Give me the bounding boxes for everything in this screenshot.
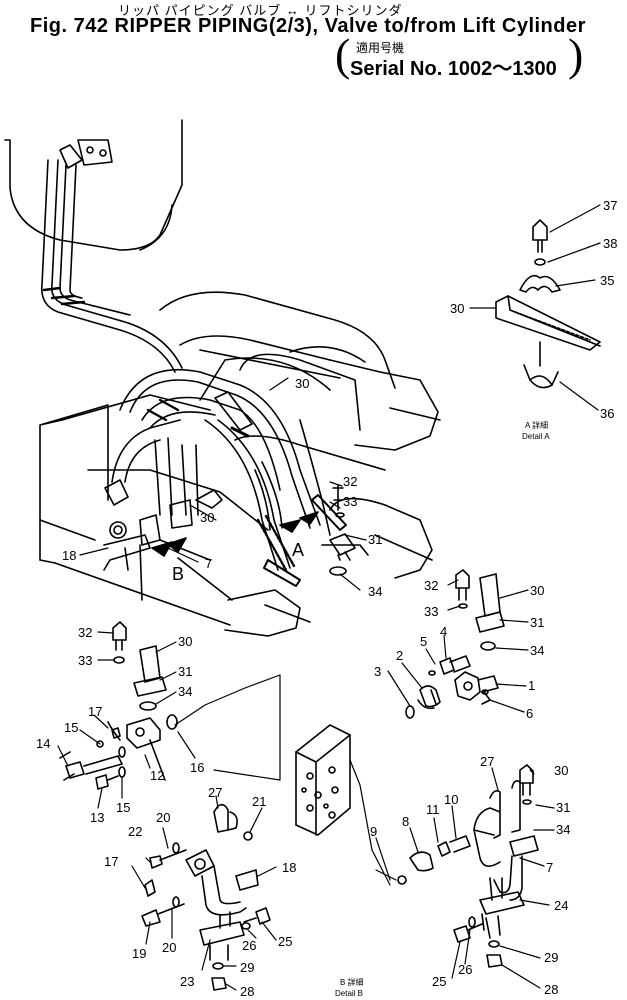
clamp-assembly-right — [321, 484, 369, 576]
detail-b-left — [141, 803, 407, 991]
fitting-block-b — [103, 479, 223, 601]
callout-21: 21 — [252, 794, 266, 809]
callout-17: 17 — [104, 854, 118, 869]
callout-13: 13 — [90, 810, 104, 825]
callout-numbers: 37 38 35 30 36 30 32 33 31 34 30 18 7 32… — [36, 198, 617, 999]
callout-25: 25 — [278, 934, 292, 949]
callout-38: 38 — [603, 236, 617, 251]
callout-25: 25 — [432, 974, 446, 989]
callout-36: 36 — [600, 406, 614, 421]
callout-18: 18 — [282, 860, 296, 875]
callout-33: 33 — [424, 604, 438, 619]
callout-11: 11 — [426, 802, 440, 817]
callout-8: 8 — [402, 814, 409, 829]
callout-30: 30 — [178, 634, 192, 649]
detail-a-jp: A 詳細 — [525, 420, 548, 430]
callout-30: 30 — [554, 763, 568, 778]
callout-30: 30 — [295, 376, 309, 391]
callout-15: 15 — [116, 800, 130, 815]
callout-16: 16 — [190, 760, 204, 775]
callout-27: 27 — [480, 754, 494, 769]
detail-b-jp: B 詳細 — [340, 977, 364, 987]
upper-hose-pair — [41, 139, 183, 373]
serial-japanese: 適用号機 — [356, 41, 405, 55]
callout-28: 28 — [240, 984, 254, 999]
callout-24: 24 — [554, 898, 568, 913]
callout-6: 6 — [526, 706, 533, 721]
detail-b-right — [409, 764, 539, 968]
callout-10: 10 — [444, 792, 458, 807]
detail-a-label: Detail A — [522, 432, 550, 441]
serial-range: Serial No. 1002～1300 — [350, 58, 557, 80]
callout-34: 34 — [556, 822, 570, 837]
arrow-markers — [151, 511, 319, 557]
callout-30: 30 — [450, 301, 464, 316]
callout-31: 31 — [178, 664, 192, 679]
callout-29: 29 — [544, 950, 558, 965]
callout-17: 17 — [88, 704, 102, 719]
callout-15: 15 — [64, 720, 78, 735]
center-right-fittings — [405, 569, 505, 719]
callout-33: 33 — [78, 653, 92, 668]
callout-22: 22 — [128, 824, 142, 839]
callout-27: 27 — [208, 785, 222, 800]
callout-35: 35 — [600, 273, 614, 288]
figure-title: Fig. 742 RIPPER PIPING(2/3), Valve to/fr… — [30, 15, 586, 37]
callout-18: 18 — [62, 548, 76, 563]
callout-32: 32 — [424, 578, 438, 593]
callout-30: 30 — [530, 583, 544, 598]
callout-19: 19 — [132, 946, 146, 961]
leader-lines — [57, 204, 601, 991]
callout-1: 1 — [528, 678, 535, 693]
callout-23: 23 — [180, 974, 194, 989]
callout-20: 20 — [156, 810, 170, 825]
hose-bundle-front — [111, 368, 347, 587]
valve-block — [295, 724, 391, 886]
callout-26: 26 — [458, 962, 472, 977]
callout-29: 29 — [240, 960, 254, 975]
callout-7: 7 — [546, 860, 553, 875]
detail-b-label: Detail B — [335, 989, 363, 998]
left-bracket: ( — [335, 29, 351, 80]
detail-a — [495, 219, 601, 389]
callout-3: 3 — [374, 664, 381, 679]
callout-32: 32 — [343, 474, 357, 489]
callout-14: 14 — [36, 736, 50, 751]
callout-20: 20 — [162, 940, 176, 955]
callout-34: 34 — [530, 643, 544, 658]
callout-2: 2 — [396, 648, 403, 663]
callout-9: 9 — [370, 824, 377, 839]
frame-box — [39, 394, 269, 626]
callout-7: 7 — [205, 556, 212, 571]
callout-31: 31 — [556, 800, 570, 815]
callout-37: 37 — [603, 198, 617, 213]
callout-31: 31 — [368, 532, 382, 547]
callout-30: 30 — [200, 510, 214, 525]
callout-4: 4 — [440, 624, 447, 639]
callout-5: 5 — [420, 634, 427, 649]
title-japanese: リッパ パイピング バルブ ↔ リフトシリンダ — [118, 3, 403, 18]
callout-33: 33 — [343, 494, 357, 509]
callout-28: 28 — [544, 982, 558, 997]
left-exploded-group — [59, 621, 281, 790]
callout-31: 31 — [530, 615, 544, 630]
callout-34: 34 — [368, 584, 382, 599]
callout-32: 32 — [78, 625, 92, 640]
callout-26: 26 — [242, 938, 256, 953]
right-bracket: ) — [568, 29, 584, 80]
tank-body — [4, 119, 183, 251]
arrow-label-a: A — [292, 540, 304, 560]
callout-34: 34 — [178, 684, 192, 699]
arrow-label-b: B — [172, 564, 184, 584]
lift-cylinder-upper — [159, 291, 441, 451]
lift-cylinder-lower — [177, 435, 433, 637]
callout-12: 12 — [150, 768, 164, 783]
